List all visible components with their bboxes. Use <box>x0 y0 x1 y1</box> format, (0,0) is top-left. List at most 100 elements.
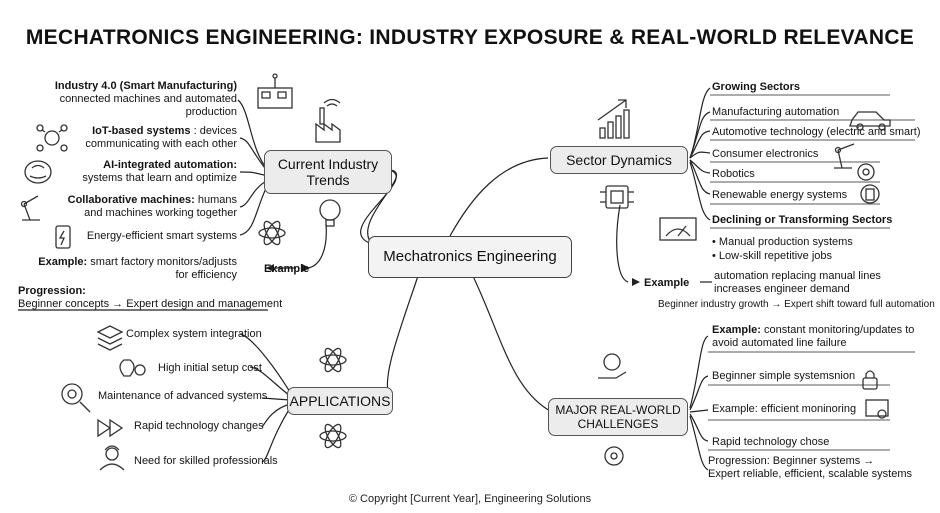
growing-item-automotive: Automotive technology (electric and smar… <box>712 126 921 138</box>
trends-example-title: Example: <box>38 256 88 268</box>
underlines <box>18 94 915 451</box>
car-icon <box>849 111 891 131</box>
challenges-node-label-1: MAJOR REAL-WORLD <box>555 403 681 417</box>
gear-wrench-icon <box>61 383 91 413</box>
icons <box>20 73 891 471</box>
sector-node: Sector Dynamics <box>550 146 688 174</box>
growing-sectors-header: Growing Sectors <box>712 81 801 93</box>
app-item-skilled: Need for skilled professionals <box>134 455 278 467</box>
trends-example-line2: for efficiency <box>175 269 237 281</box>
robot-arm-icon <box>20 195 40 221</box>
arrowheads <box>266 264 640 286</box>
app-item-setup-cost: High initial setup cost <box>158 362 262 374</box>
apps-atom-icon-top <box>319 347 347 373</box>
trend-item-collab: Collaborative machines: humans and machi… <box>68 194 237 220</box>
sector-example-text: automation replacing manual lines increa… <box>714 270 881 296</box>
money-bag-icon <box>119 359 146 377</box>
growing-item-renewable: Renewable energy systems <box>712 189 848 201</box>
trend-item-industry40: Industry 4.0 (Smart Manufacturing) conne… <box>55 80 237 119</box>
apps-atom-icon-bottom <box>319 423 347 449</box>
trend-item-collab-line2: and machines working together <box>84 207 237 219</box>
hand-gear-icon <box>598 353 627 379</box>
trend-item-ai-title: AI-integrated automation: <box>103 159 237 171</box>
copyright-footer: © Copyright [Current Year], Engineering … <box>348 493 592 505</box>
applications-node: APPLICATIONS <box>287 387 393 415</box>
center-node: Mechatronics Engineering <box>368 236 572 278</box>
trend-item-ai: AI-integrated automation: systems that l… <box>82 159 237 185</box>
challenges-node-label-2: CHALLENGES <box>577 417 659 431</box>
applications-progression-line: Beginner concepts → Expert design and ma… <box>18 298 283 310</box>
iot-network-icon <box>36 124 68 152</box>
trend-item-iot-title: IoT-based systems <box>92 125 191 137</box>
challenges-example-title: Example: <box>712 324 761 336</box>
lock-icon <box>862 370 878 390</box>
robot-arm-sector-icon <box>834 143 855 169</box>
growth-chart-icon <box>597 99 630 139</box>
wifi-icon <box>323 98 341 107</box>
center-node-label: Mechatronics Engineering <box>383 248 557 265</box>
challenge-item-1: Beginner simple systemsnion <box>712 370 856 382</box>
challenges-example-line2: avoid automated line failure <box>712 337 847 349</box>
ai-brain-icon <box>24 160 52 184</box>
trend-item-iot-line2: communicating with each other <box>85 138 237 150</box>
trend-item-iot-rest: : devices <box>190 125 237 137</box>
trends-example-label: Example <box>264 263 310 275</box>
lightbulb-gear-icon <box>319 199 341 227</box>
declining-sectors-header: Declining or Transforming Sectors <box>712 214 893 226</box>
growing-item-robotics: Robotics <box>712 168 755 180</box>
challenges-example-rest: constant monitoring/updates to <box>760 324 915 336</box>
challenges-progression-line1: Progression: Beginner systems → <box>708 455 875 467</box>
challenge-item-2: Example: efficient moninoring <box>712 403 857 415</box>
sector-progress-line: Beginner industry growth → Expert shift … <box>658 299 935 310</box>
engineer-icon <box>99 445 125 471</box>
sector-example-line1: automation replacing manual lines <box>714 270 881 282</box>
trends-example-arrow-left <box>266 264 274 272</box>
trends-example: Example: smart factory monitors/adjusts … <box>38 256 237 282</box>
trend-item-energy-text: Energy-efficient smart systems <box>86 230 237 242</box>
growing-item-consumer: Consumer electronics <box>712 148 819 160</box>
challenge-item-3: Rapid technology chose <box>712 436 830 448</box>
trend-item-energy: Energy-efficient smart systems <box>87 230 237 243</box>
gauge-hand-icon <box>659 217 697 241</box>
app-item-rapid-tech: Rapid technology changes <box>134 420 264 432</box>
trend-item-industry40-title: Industry 4.0 (Smart Manufacturing) <box>54 80 237 92</box>
microchip-icon <box>600 185 634 209</box>
layers-icon <box>96 325 124 351</box>
applications-progression: Progression: Beginner concepts → Expert … <box>18 285 282 311</box>
challenges-example: Example: constant monitoring/updates to … <box>712 324 914 350</box>
certificate-icon <box>865 399 889 419</box>
page-title: MECHATRONICS ENGINEERING: INDUSTRY EXPOS… <box>25 26 915 49</box>
sector-example-line2: increases engineer demand <box>714 283 850 295</box>
challenges-node: MAJOR REAL-WORLD CHALLENGES <box>548 398 688 436</box>
trend-item-iot: IoT-based systems : devices communicatin… <box>85 125 237 151</box>
declining-item-lowskill: • Low-skill repetitive jobs <box>712 250 833 262</box>
factory-icon <box>315 107 341 143</box>
atom-icon <box>258 220 286 246</box>
declining-item-manual: • Manual production systems <box>712 236 853 248</box>
trends-example-rest: smart factory monitors/adjusts <box>87 256 237 268</box>
trend-item-ai-line2: systems that learn and optimize <box>82 172 237 184</box>
growing-item-manufacturing: Manufacturing automation <box>712 106 840 118</box>
app-item-maintenance: Maintenance of advanced systems <box>98 390 268 402</box>
applications-progression-title: Progression: <box>18 285 86 297</box>
trend-item-industry40-line2: connected machines and automated <box>59 93 237 105</box>
sector-example-arrow <box>632 278 640 286</box>
app-item-integration: Complex system integration <box>126 328 262 340</box>
trends-node-label: Current Industry Trends <box>277 156 379 188</box>
applications-node-label: APPLICATIONS <box>289 393 391 409</box>
battery-icon <box>55 225 71 249</box>
trend-item-collab-rest: humans <box>194 194 237 206</box>
challenges-progression-line2: Expert reliable, efficient, scalable sys… <box>708 468 912 480</box>
gear-warning-icon <box>604 446 624 466</box>
fast-forward-icon <box>97 418 124 438</box>
trend-item-industry40-line3: production <box>185 106 237 118</box>
gear-arrow-icon <box>857 163 875 181</box>
trends-node: Current Industry Trends <box>264 150 392 194</box>
trends-example-arrow <box>302 264 310 272</box>
energy-cycle-icon <box>860 184 880 204</box>
sector-node-label: Sector Dynamics <box>566 152 672 168</box>
factory-network-icon <box>257 73 293 109</box>
trend-item-collab-title: Collaborative machines: <box>67 194 195 206</box>
challenges-progression: Progression: Beginner systems → Expert r… <box>708 455 912 481</box>
